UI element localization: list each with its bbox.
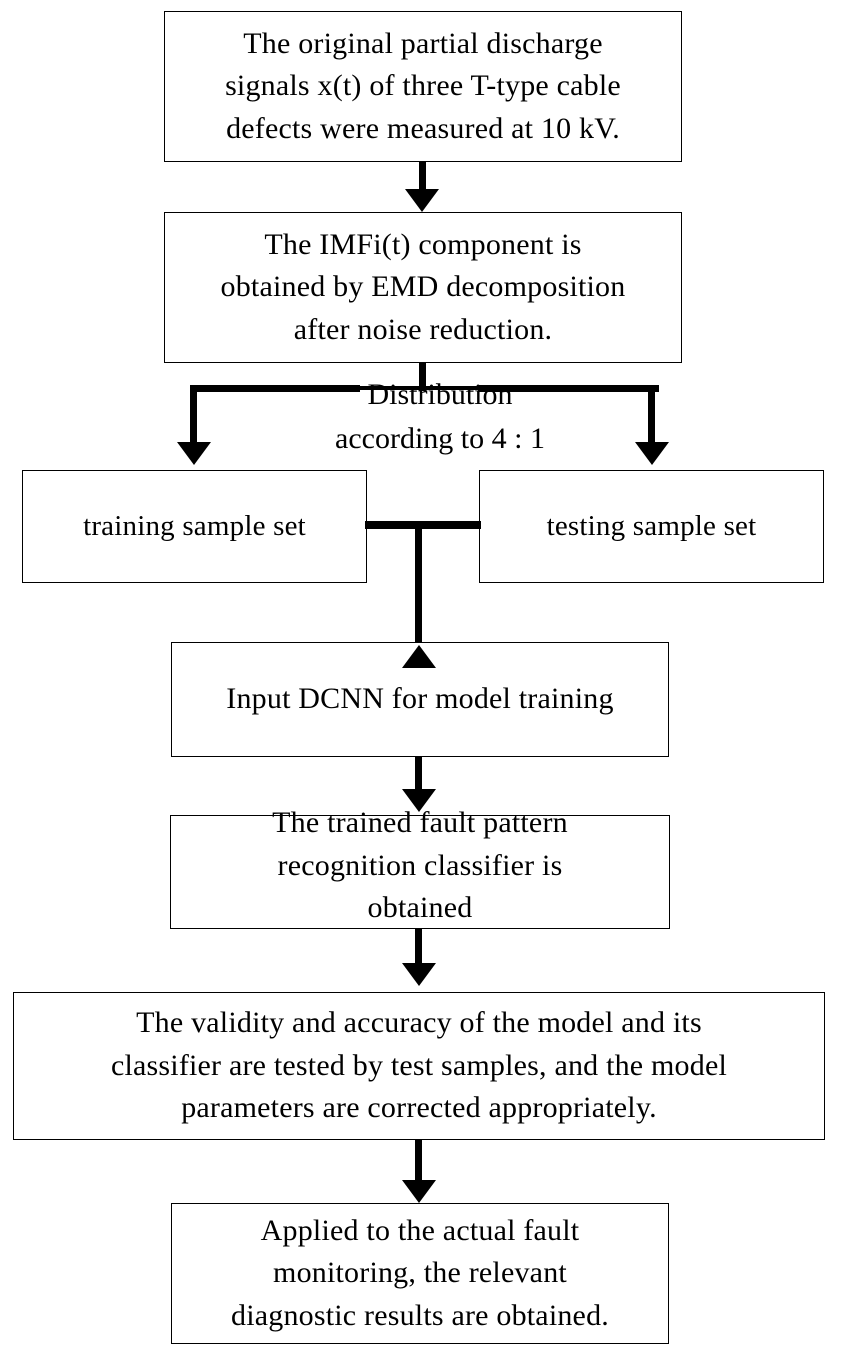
connector-original-to-emd [419,161,426,192]
arrowhead-split-left [177,442,211,465]
connector-join-to-dcnn [415,521,422,682]
node-training-sample-set: training sample set [22,470,367,583]
connector-split-left-drop [190,385,197,444]
connector-split-bar-right [478,385,659,392]
connector-sample-sets-join [365,521,481,529]
arrowhead-classifier-to-validity [402,963,436,986]
connector-validity-to-applied [415,1140,422,1184]
arrowhead-original-to-emd [405,189,439,212]
node-original-signals-label: The original partial discharge signals x… [225,26,621,145]
connector-dcnn-to-classifier [415,757,422,792]
node-validity-accuracy-label: The validity and accuracy of the model a… [110,1006,728,1125]
node-emd-decomposition: The IMFi(t) component is obtained by EMD… [164,212,682,363]
node-trained-classifier-label: The trained fault pattern recognition cl… [272,806,568,925]
arrowhead-dcnn-to-classifier [402,789,436,812]
node-trained-classifier: The trained fault pattern recognition cl… [170,806,670,929]
node-input-dcnn: Input DCNN for model training [171,642,669,757]
node-original-signals: The original partial discharge signals x… [164,11,682,162]
arrowhead-validity-to-applied [402,1180,436,1203]
connector-split-bar-left [194,385,360,392]
node-training-sample-set-label: training sample set [83,509,306,542]
connector-emd-split-stem [419,363,426,391]
edge-label-distribution: Distribution according to 4 : 1 [335,378,545,455]
connector-classifier-to-validity [415,929,422,965]
node-input-dcnn-label: Input DCNN for model training [226,682,614,716]
connector-split-bar-center [360,386,478,390]
node-testing-sample-set: testing sample set [479,470,824,583]
arrowhead-split-right [635,442,669,465]
node-emd-decomposition-label: The IMFi(t) component is obtained by EMD… [220,227,626,346]
node-validity-accuracy: The validity and accuracy of the model a… [13,992,825,1140]
arrowhead-join-to-dcnn [402,645,436,668]
connector-split-right-drop [648,385,655,444]
node-applied-monitoring: Applied to the actual fault monitoring, … [171,1203,669,1344]
node-testing-sample-set-label: testing sample set [546,509,757,542]
node-applied-monitoring-label: Applied to the actual fault monitoring, … [231,1213,609,1332]
